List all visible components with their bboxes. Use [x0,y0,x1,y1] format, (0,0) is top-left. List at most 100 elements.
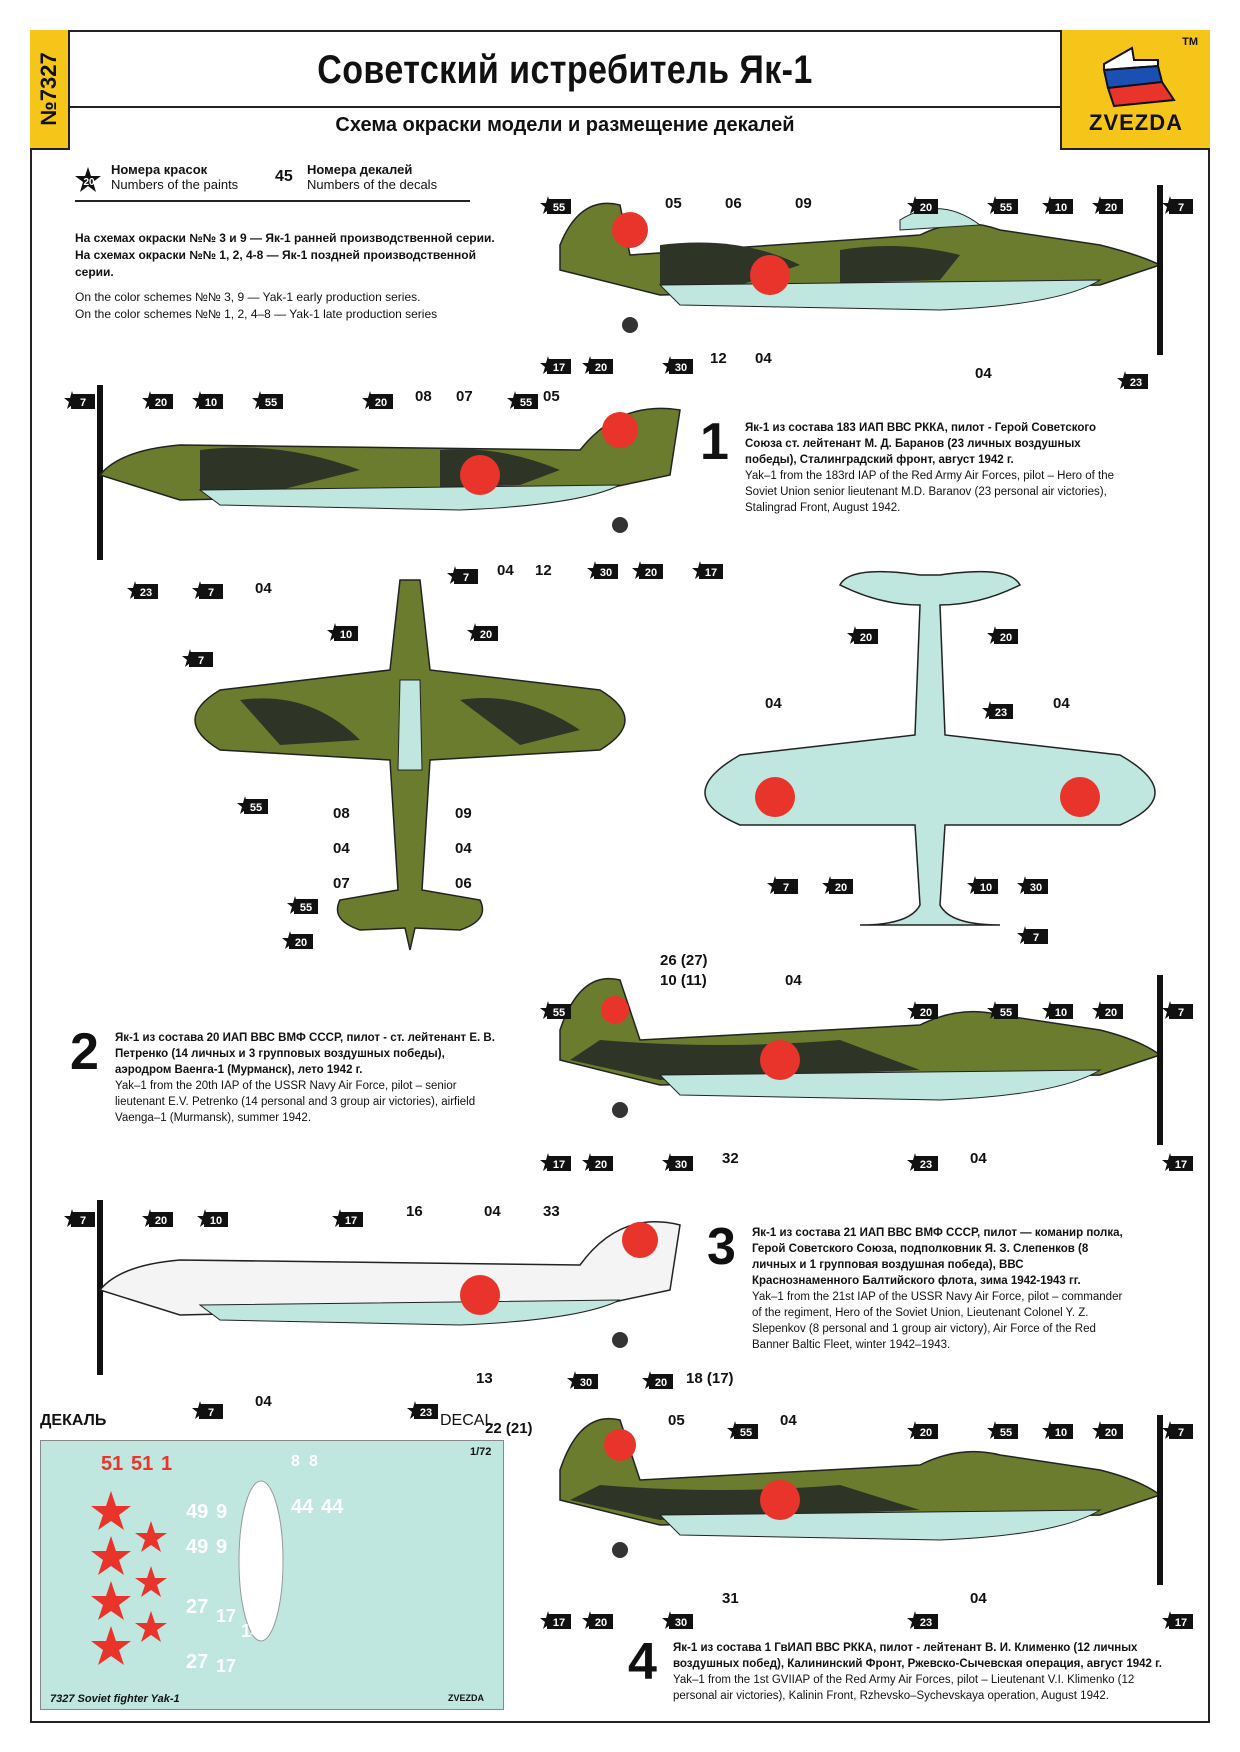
scheme-3-en: Yak–1 from the 21st IAP of the USSR Navy… [752,1291,1123,1351]
paint-badge-p1-3: 10 [1042,196,1073,214]
paint-badge-p1-5: 7 [1162,196,1193,214]
paint-number: 20 [860,632,872,644]
decal-number-1: 51 [101,1453,124,1475]
paint-star-icon: 20 [75,167,101,192]
callout-top-3: 04 [333,840,350,857]
paint-badge-p5-5: 7 [1162,1001,1193,1019]
paint-badge-p3-5: 20 [282,931,313,949]
paint-number: 55 [265,397,277,409]
callout-p3-top-2: 10 (11) [660,972,707,989]
paint-badge-p6-6: 20 [642,1371,673,1389]
paint-badge-p5-1: 20 [907,1001,938,1019]
zvezda-logo: TM ZVEZDA [1060,30,1210,150]
paint-number: 20 [1105,202,1117,214]
paint-badge-p5-0: 55 [540,1001,571,1019]
callout-p3-top-1: 26 (27) [660,952,708,969]
callout-p4-top-1: 16 [406,1203,423,1220]
paint-badge-p1-1: 20 [907,196,938,214]
paint-badge-p2-7: 7 [192,581,223,599]
paint-badge-p5-6: 17 [540,1153,571,1171]
paint-badge-p7-0: 55 [727,1421,758,1439]
paint-number: 7 [1178,1427,1184,1439]
callout-bottom-1: 04 [765,695,782,712]
paint-number: 7 [1178,202,1184,214]
scheme1-side-view-left [97,385,681,560]
decal-sample: 45 [275,168,293,185]
paint-badge-p2-10: 17 [692,561,723,579]
paint-number: 10 [210,1215,222,1227]
paint-badge-p4-3: 7 [767,876,798,894]
callout-p1-bottom-3: 04 [975,365,992,382]
paint-badge-p6-4: 7 [192,1401,223,1419]
paint-badge-p2-6: 23 [127,581,158,599]
paint-number: 10 [1055,1007,1067,1019]
scheme-2-number: 2 [70,1023,99,1081]
paint-number: 20 [595,362,607,374]
decal-number-13: 27 [186,1651,209,1673]
scheme1-side-view-right [559,185,1163,355]
callout-p1-top-2: 06 [725,195,742,212]
paint-number: 20 [595,1159,607,1171]
paint-number: 17 [553,1159,565,1171]
callout-p3-top-3: 04 [785,972,802,989]
scheme-1-ru: Як-1 из состава 183 ИАП ВВС РККА, пилот … [745,422,1097,466]
paint-number: 23 [920,1159,932,1171]
paint-legend-en: Numbers of the paints [111,177,239,192]
decal-number-15: 8 [291,1453,300,1470]
paint-badge-p7-7: 20 [582,1611,613,1629]
callout-bottom-2: 04 [1053,695,1070,712]
paint-number: 30 [580,1377,592,1389]
paint-number: 20 [835,882,847,894]
paint-badge-p5-2: 55 [987,1001,1018,1019]
bottom-view [704,570,1156,926]
scheme4-side-view [559,1415,1163,1585]
decal-number-2: 51 [131,1453,154,1475]
paint-badge-p2-1: 20 [142,391,173,409]
callout-top-1: 08 [333,805,350,822]
callout-p4-top-2: 04 [484,1203,501,1220]
paint-badge-p6-3: 17 [332,1209,363,1227]
paint-number: 20 [920,1427,932,1439]
scheme-3-description: 3 Як-1 из состава 21 ИАП ВВС ВМФ СССР, п… [707,1221,1132,1353]
callout-p5-bottom-1: 31 [722,1590,739,1607]
callout-p4-top-3: 33 [543,1203,560,1220]
paint-number: 10 [1055,202,1067,214]
paint-badge-p7-3: 10 [1042,1421,1073,1439]
paint-badge-p1-8: 30 [662,356,693,374]
paint-number: 20 [920,202,932,214]
paint-number: 10 [205,397,217,409]
paint-number: 55 [1000,202,1012,214]
decal-title-en: DECAL [440,1412,494,1429]
paint-badge-p1-4: 20 [1092,196,1123,214]
paint-sample: 20 [83,177,95,188]
paint-number: 17 [1175,1159,1187,1171]
paint-number: 10 [1055,1427,1067,1439]
callout-p4-bottom-1: 04 [255,1393,272,1410]
callout-p5-top-3: 04 [780,1412,797,1429]
paint-number: 55 [1000,1427,1012,1439]
callout-p2-top-3: 05 [543,388,560,405]
paint-number: 7 [463,572,469,584]
page-title: Советский истребитель Як-1 [317,48,813,92]
paint-badge-p5-4: 20 [1092,1001,1123,1019]
decal-caption: 7327 Soviet fighter Yak-1 [50,1693,180,1705]
decal-title-ru: ДЕКАЛЬ [40,1412,107,1429]
paint-legend-ru: Номера красок [111,162,208,177]
scheme-2-en: Yak–1 from the 20th IAP of the USSR Navy… [115,1080,476,1124]
catalog-number: №7327 [36,52,61,126]
scheme-4-ru: Як-1 из состава 1 ГвИАП ВВС РККА, пилот … [673,1642,1162,1670]
paint-badge-p3-3: 7 [447,566,478,584]
callout-top-5: 07 [333,875,350,892]
decal-sheet-art [91,1480,284,1665]
zvezda-flag-icon [1102,46,1176,108]
scheme-4-en: Yak–1 from the 1st GVIIAP of the Red Arm… [673,1674,1135,1702]
scheme-4-description: 4 Як-1 из состава 1 ГвИАП ВВС РККА, пило… [628,1636,1173,1704]
paint-number: 23 [995,707,1007,719]
trademark: TM [1182,36,1198,48]
scheme-1-en: Yak–1 from the 183rd IAP of the Red Army… [745,470,1115,514]
paint-number: 20 [1105,1427,1117,1439]
legend: 20 Номера красок Numbers of the paints 4… [75,160,470,202]
paint-badge-p2-5: 55 [507,391,538,409]
paint-badge-p1-9: 23 [1117,371,1148,389]
paint-number: 7 [80,397,86,409]
